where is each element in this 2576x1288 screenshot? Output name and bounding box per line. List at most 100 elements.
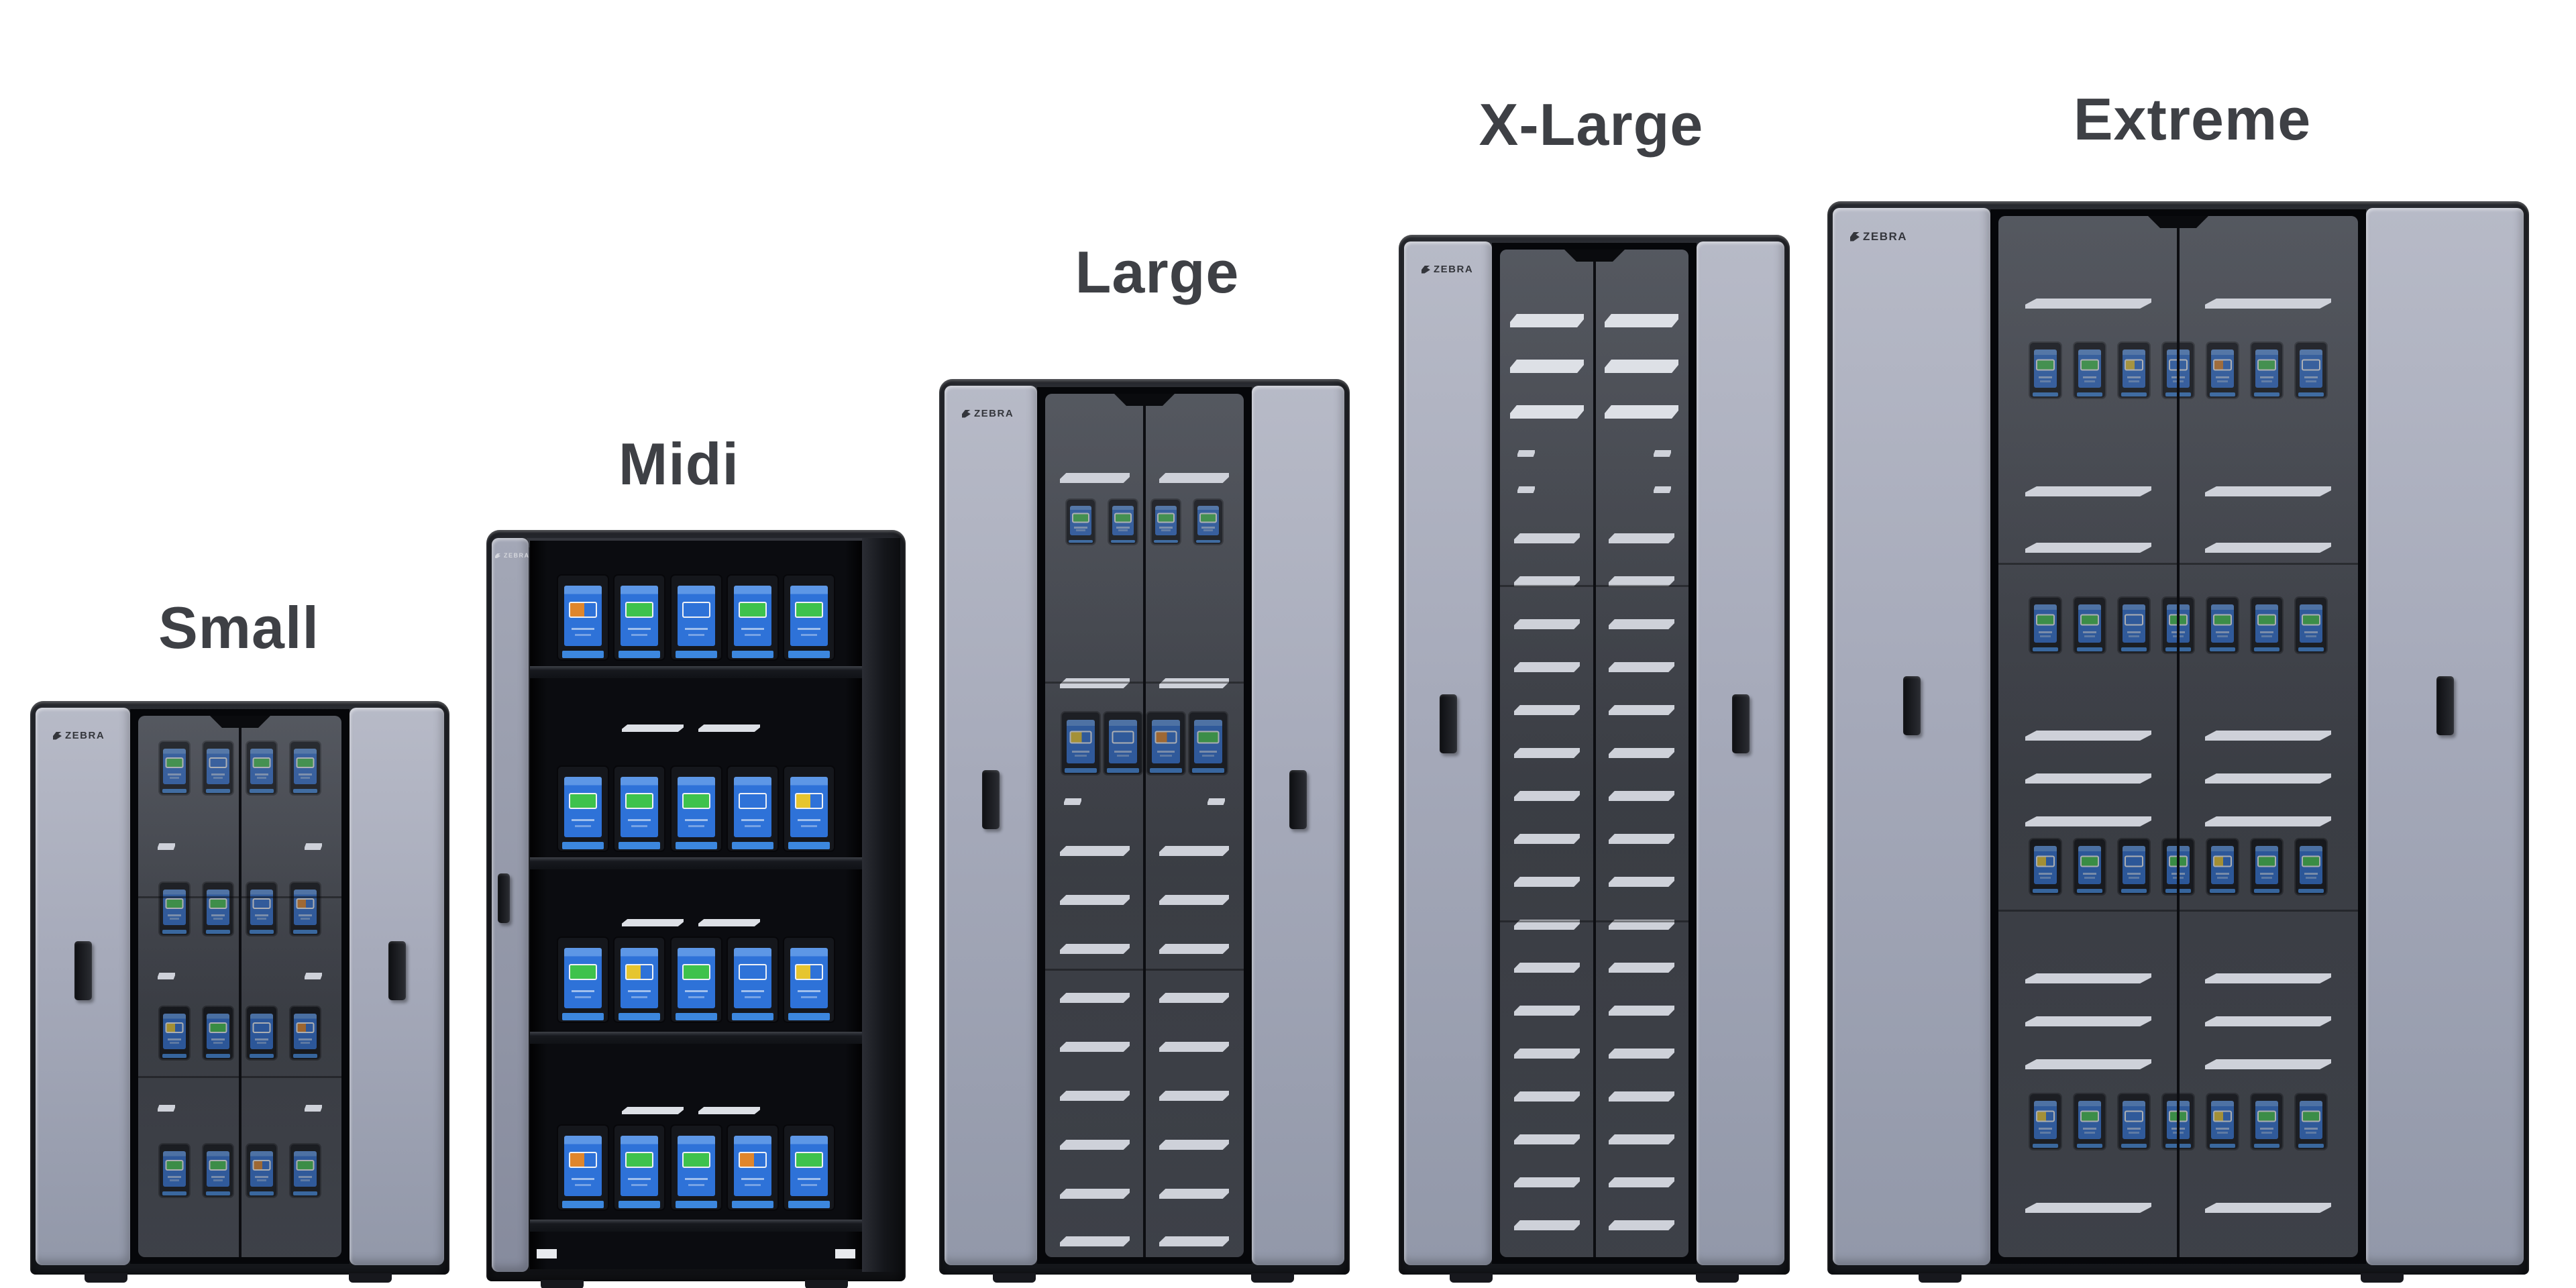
screen-text-line: [1159, 755, 1173, 757]
battery-icon: [682, 602, 710, 618]
screen-text-line: [1159, 526, 1173, 529]
device: [2251, 343, 2282, 398]
device-dock-label: [2209, 392, 2236, 396]
screen-text-line: [744, 996, 761, 998]
device: [2118, 598, 2149, 653]
screen-text-line: [2261, 1131, 2272, 1134]
zebra-logo-text: ZEBRA: [65, 730, 105, 741]
vent-slat: [1514, 619, 1580, 629]
devices-behind-glass-layer: [138, 716, 341, 1257]
vent-slat: [1605, 405, 1678, 419]
screen-text-line: [1116, 526, 1130, 529]
device-dock-label: [1107, 768, 1139, 773]
device-dock-label: [618, 1201, 661, 1208]
device-dock-label: [2032, 392, 2059, 396]
vent-slat: [2025, 731, 2151, 741]
vent-slat: [2025, 1059, 2151, 1069]
screen-text-line: [298, 773, 313, 776]
battery-icon: [2035, 359, 2055, 371]
device-screen: [564, 948, 602, 1008]
screen-text-line: [798, 990, 820, 992]
screen-text-line: [2215, 376, 2230, 378]
battery-icon: [2301, 359, 2320, 371]
screen-text-line: [211, 1038, 225, 1041]
zebra-logo: ZEBRA: [1850, 229, 1907, 244]
device-dock-label: [249, 1191, 274, 1195]
cabinet-left-panel: ZEBRA: [1404, 241, 1492, 1265]
device-dock-label: [1150, 768, 1182, 773]
size-label-large: Large: [1075, 239, 1240, 305]
battery-icon: [794, 793, 823, 809]
vent-slat: [622, 724, 684, 732]
screen-text-line: [798, 1178, 820, 1180]
vent-slat: [1060, 1042, 1130, 1052]
device-screen: [2122, 1101, 2146, 1139]
door-handle: [1903, 676, 1921, 735]
screen-text-line: [298, 1176, 313, 1179]
screen-text-line: [2127, 376, 2141, 378]
device: [614, 938, 664, 1022]
vent-slat: [1514, 1220, 1580, 1230]
device-screen: [2078, 350, 2102, 388]
vent-slat: [2205, 299, 2331, 309]
device: [160, 1007, 189, 1059]
device-dock-label: [2253, 889, 2280, 893]
vent-slat: [1159, 1189, 1229, 1199]
device-screen: [620, 1136, 659, 1196]
vent-slat: [158, 973, 175, 979]
screen-text-line: [256, 777, 267, 780]
vent-slat: [622, 919, 684, 926]
vent-slat: [1609, 619, 1674, 629]
screen-text-line: [2082, 631, 2097, 633]
device-screen: [250, 1151, 273, 1187]
battery-icon: [1114, 513, 1132, 523]
battery-icon: [625, 1152, 653, 1168]
battery-icon: [568, 1152, 597, 1168]
device-screen: [733, 586, 772, 646]
device-dock-label: [788, 1013, 830, 1020]
device-dock-label: [618, 1013, 661, 1020]
door-bay: [1990, 209, 2366, 1264]
device-screen: [207, 749, 229, 784]
battery-icon: [2080, 1110, 2099, 1122]
device-screen: [294, 890, 317, 925]
device-dock-label: [162, 1054, 187, 1058]
screen-text-line: [1116, 755, 1130, 757]
device: [784, 767, 834, 851]
device-screen: [250, 749, 273, 784]
screen-text-line: [2259, 631, 2274, 633]
battery-icon: [2257, 359, 2276, 371]
device-dock-label: [2121, 392, 2147, 396]
shelf-lock-mark: [537, 1249, 557, 1258]
vent-layer: [1500, 250, 1688, 1257]
battery-icon: [2035, 1110, 2055, 1122]
device: [558, 767, 608, 851]
device: [2251, 598, 2282, 653]
screen-text-line: [254, 1176, 269, 1179]
door-seam: [239, 716, 241, 1257]
device-dock-label: [205, 789, 231, 793]
device-screen: [1155, 506, 1177, 535]
device-screen: [163, 890, 186, 925]
screen-text-line: [631, 1184, 648, 1186]
device-screen: [2078, 604, 2102, 643]
vent-slat: [1060, 1140, 1130, 1150]
device-dock-label: [292, 1054, 318, 1058]
device: [2074, 598, 2105, 653]
device: [2296, 598, 2326, 653]
vent-slat: [2205, 731, 2331, 741]
screen-text-line: [631, 634, 648, 636]
screen-text-line: [2217, 876, 2228, 879]
device-dock-label: [2209, 1144, 2236, 1148]
shelf: [530, 1032, 862, 1044]
zebra-logo-text: ZEBRA: [974, 408, 1014, 419]
glass-door: [138, 716, 341, 1257]
screen-text-line: [2261, 380, 2272, 382]
cabinet-foot: [2361, 1273, 2404, 1283]
screen-text-line: [2261, 635, 2272, 637]
device-screen: [250, 890, 273, 925]
screen-text-line: [2304, 631, 2318, 633]
vent-layer: [1998, 216, 2358, 1257]
vent-slat: [2025, 1016, 2151, 1026]
vent-slat: [1514, 1049, 1580, 1059]
